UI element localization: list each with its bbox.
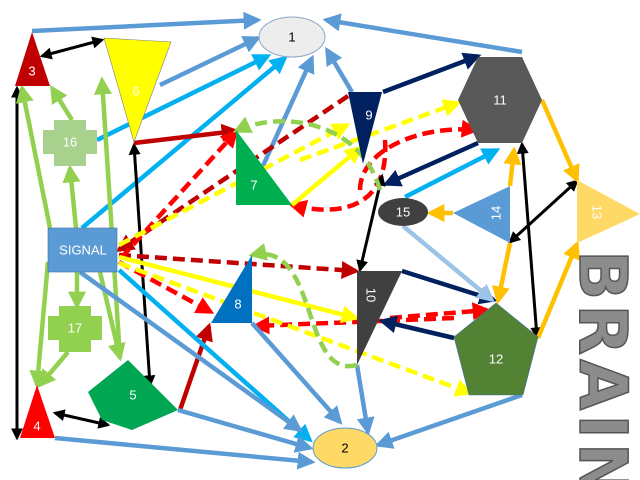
node-14[interactable] — [453, 186, 510, 243]
node-13-label: 13 — [590, 205, 605, 219]
node-1-label: 1 — [288, 29, 295, 44]
edge-7-to-11 — [299, 99, 462, 163]
edge-3-to-1 — [31, 11, 262, 34]
edge-15-to-7 — [232, 116, 383, 191]
edge-13-to-14 — [508, 179, 579, 244]
node-15-label: 15 — [396, 204, 410, 219]
node-14-label: 14 — [488, 206, 503, 220]
edge-SIGNAL-to-9 — [117, 123, 351, 247]
node-1[interactable] — [258, 16, 326, 58]
node-17[interactable] — [48, 306, 102, 352]
node-2[interactable] — [312, 427, 378, 469]
node-5-label: 5 — [129, 387, 136, 402]
node-16-label: 16 — [63, 134, 77, 149]
node-5[interactable] — [88, 360, 178, 430]
node-4[interactable] — [20, 385, 55, 438]
edge-11-to-9 — [382, 140, 479, 187]
edge-4-to-5 — [52, 409, 111, 429]
node-7[interactable] — [236, 130, 292, 205]
edge-6-to-7 — [133, 123, 240, 146]
edge-5-to-8 — [177, 322, 213, 411]
edge-9-to-SIGNAL — [116, 94, 350, 253]
edge-10-to-2 — [354, 364, 375, 436]
node-11-label: 11 — [493, 92, 507, 107]
nodes-layer: 1 2 3 4 5 6 7 8 9 10 11 12 13 14 15 16 1 — [15, 16, 640, 480]
node-10[interactable] — [357, 271, 402, 365]
node-8-label: 8 — [234, 296, 241, 311]
edge-10-to-8 — [248, 243, 358, 369]
node-4-label: 4 — [33, 418, 40, 433]
edge-15-to-12 — [401, 224, 495, 303]
edge-7-to-9 — [290, 145, 363, 207]
node-6[interactable] — [103, 37, 172, 143]
edge-SIGNAL-to-1 — [80, 55, 288, 230]
edge-15-to-11 — [357, 119, 480, 191]
node-13[interactable] — [577, 180, 640, 243]
edge-10-to-12 — [401, 268, 498, 305]
edge-12-to-13 — [535, 240, 580, 339]
node-10-label: 10 — [364, 288, 379, 302]
edge-12-to-10 — [378, 315, 455, 341]
edge-12-to-2 — [374, 392, 523, 449]
edge-16-to-3 — [50, 84, 74, 122]
node-9[interactable] — [348, 92, 382, 164]
node-2-label: 2 — [341, 440, 348, 455]
edge-9-to-1 — [325, 46, 354, 94]
edge-9-to-7 — [288, 139, 388, 218]
edge-9-to-10 — [356, 173, 386, 273]
edge-11-to-12 — [516, 141, 543, 340]
node-9-label: 9 — [365, 107, 372, 122]
edge-SIGNAL-to-16 — [62, 164, 81, 229]
edge-SIGNAL-to-10 — [118, 252, 360, 280]
edge-SIGNAL-to-12 — [118, 260, 474, 397]
node-6-label: 6 — [132, 83, 139, 98]
node-17-label: 17 — [68, 320, 82, 335]
edge-15-to-11 — [403, 147, 501, 200]
node-7-label: 7 — [250, 177, 257, 192]
edge-8-to-2 — [250, 321, 343, 425]
node-3[interactable] — [15, 32, 50, 86]
edge-14-to-12 — [492, 242, 513, 305]
edge-6-to-1 — [159, 35, 262, 88]
edges-layer — [11, 11, 580, 470]
edge-11-to-13 — [539, 99, 580, 184]
node-12[interactable] — [453, 302, 539, 396]
edge-4-to-2 — [54, 435, 316, 470]
edge-17-to-4 — [37, 350, 70, 388]
edge-SIGNAL-to-3 — [15, 84, 53, 229]
node-12-label: 12 — [489, 351, 503, 366]
edge-SIGNAL-to-2 — [78, 270, 303, 433]
signal-node[interactable] — [47, 227, 118, 273]
edge-3-to-6 — [39, 36, 105, 60]
node-8[interactable] — [211, 255, 252, 323]
edge-SIGNAL-to-7 — [119, 129, 239, 260]
signal-label: SIGNAL — [59, 242, 107, 257]
node-16[interactable] — [43, 120, 97, 166]
edge-11-to-1 — [322, 13, 523, 55]
brain-title: BRAIN — [564, 250, 640, 480]
edge-14-to-11 — [503, 146, 522, 187]
edge-5-to-2 — [177, 407, 314, 453]
node-11[interactable] — [458, 57, 542, 143]
edge-5-to-6 — [93, 76, 123, 359]
edge-16-to-1 — [96, 53, 272, 143]
node-15[interactable] — [378, 198, 428, 226]
edge-SIGNAL-to-4 — [29, 261, 51, 389]
edge-10-to-12 — [389, 302, 491, 321]
edge-9-to-11 — [382, 52, 482, 95]
node-3-label: 3 — [28, 63, 35, 78]
